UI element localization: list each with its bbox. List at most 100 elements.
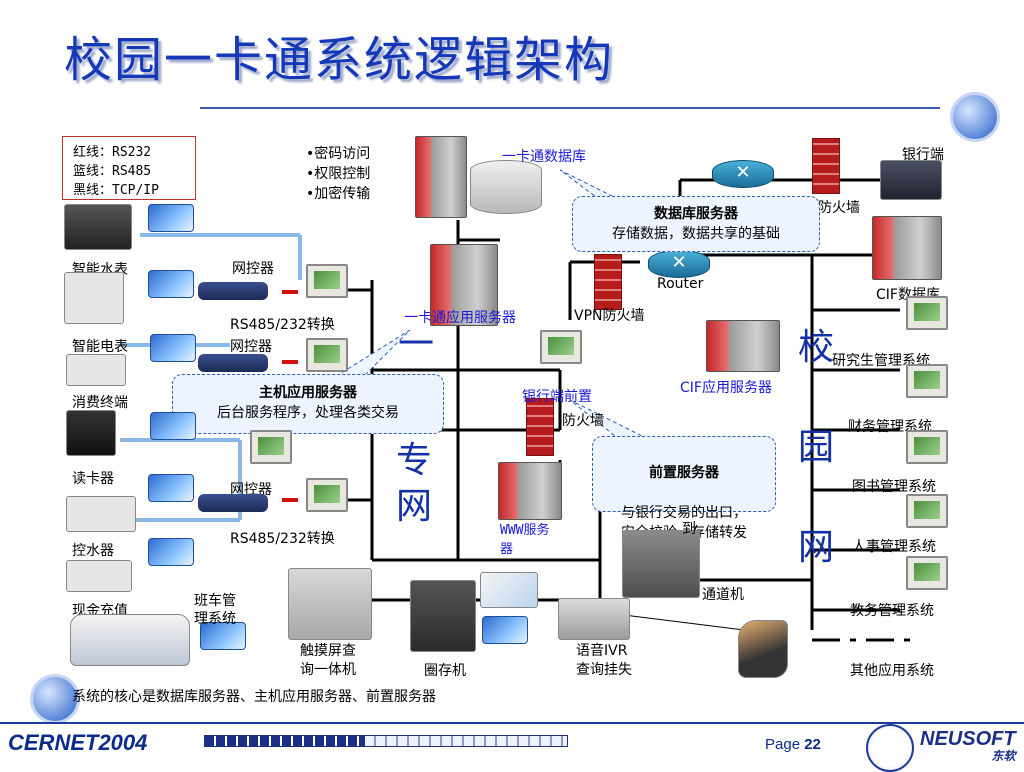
card-icon-5 — [148, 474, 194, 502]
page-num: 22 — [804, 736, 821, 753]
academic-pc-icon — [906, 556, 948, 590]
card-icon-1 — [148, 204, 194, 232]
library-pc-icon — [906, 430, 948, 464]
bus-icon — [70, 614, 190, 666]
page-title: 校园一卡通系统逻辑架构 — [64, 32, 615, 88]
router-icon: ✕ — [648, 250, 710, 278]
vpn-firewall-icon — [594, 254, 622, 310]
security-bullets: •密码访问 •权限控制 •加密传输 — [306, 144, 370, 204]
private-net-top-label: 一卡 — [398, 324, 434, 365]
rs-converter-2-label: RS485/232转换 — [230, 531, 335, 547]
core-note: 系统的核心是数据库服务器、主机应用服务器、前置服务器 — [72, 689, 436, 705]
firewall-top-label: 防火墙 — [818, 200, 860, 216]
phone-hand-icon — [738, 620, 788, 678]
database-cylinder-icon — [470, 160, 542, 214]
pos-device-icon — [66, 354, 126, 386]
other-label: 其他应用系统 — [850, 663, 934, 679]
neusoft-logo-text: NEUSOFT — [920, 728, 1016, 750]
app-server-label: 一卡通应用服务器 — [404, 310, 516, 326]
water-ctrl-label: 控水器 — [72, 543, 114, 559]
front-callout-title: 前置服务器 — [649, 465, 719, 481]
electric-meter-label: 智能电表 — [72, 339, 128, 355]
www-server-label: WWW服务器 — [500, 523, 550, 557]
footer-event: CERNET2004 — [8, 730, 148, 755]
decorative-circle-top — [950, 92, 1000, 142]
netctrl-1-icon — [198, 282, 268, 300]
finance-pc-icon — [906, 364, 948, 398]
reader-device-icon — [66, 410, 116, 456]
firewall-top-icon — [812, 138, 840, 194]
host-callout-body: 后台服务程序，处理各类交易 — [217, 405, 399, 421]
ivr-label: 语音IVR 查询挂失 — [576, 643, 632, 678]
ivr-server-icon — [558, 598, 630, 640]
legend-rs485: 篮线：RS485 — [73, 164, 152, 179]
reader-label: 读卡器 — [72, 471, 114, 487]
gate-label: 通道机 — [702, 587, 744, 603]
netctrl-2-icon — [198, 354, 268, 372]
netctrl-mid-pc-icon — [250, 430, 292, 464]
vpn-firewall-label: VPN防火墙 — [574, 308, 645, 324]
netctrl-3-pc-icon — [306, 478, 348, 512]
db-callout-title: 数据库服务器 — [654, 206, 738, 222]
card-icon-3 — [150, 334, 196, 362]
host-server-callout: 主机应用服务器 后台服务程序，处理各类交易 — [172, 374, 444, 434]
university-seal-icon — [866, 724, 914, 772]
electric-meter-device-icon — [64, 272, 124, 324]
bank-front-label: 银行端前置 — [522, 389, 592, 405]
academic-label: 教务管理系统 — [850, 603, 934, 619]
netctrl-2-label: 网控器 — [230, 339, 272, 355]
bank-front-pc-icon — [540, 330, 582, 364]
front-server-callout: 前置服务器 与银行交易的出口， 安全校验，存储转发 — [592, 436, 776, 541]
kiosk-label: 触摸屏查 询一体机 — [300, 643, 356, 678]
card-icon-8 — [482, 616, 528, 644]
cif-app-label: CIF应用服务器 — [680, 380, 772, 396]
db-callout-body: 存储数据，数据共享的基础 — [612, 226, 780, 242]
hr-label: 人事管理系统 — [852, 539, 936, 555]
private-net-label: 专网 — [396, 440, 433, 527]
gate-machine-icon — [622, 530, 700, 598]
netctrl-1-pc-icon — [306, 264, 348, 298]
footer-divider — [0, 722, 1024, 724]
attendance-label: 到 — [682, 521, 696, 537]
deposit-label: 圈存机 — [424, 663, 466, 679]
cif-app-server-icon — [706, 320, 780, 372]
card-icon-2 — [148, 270, 194, 298]
legend-rs232: 红线：RS232 — [73, 145, 152, 160]
router-label: Router — [657, 276, 704, 292]
legend-tcpip: 黑线：TCP/IP — [73, 183, 159, 198]
kiosk-icon — [288, 568, 372, 640]
netctrl-3-icon — [198, 494, 268, 512]
cif-db-server-icon — [872, 216, 942, 280]
host-callout-title: 主机应用服务器 — [259, 385, 357, 401]
firewall-mid-icon — [526, 398, 554, 456]
page-prefix: Page — [765, 736, 801, 753]
campus-net-label: 校园网 — [798, 327, 835, 568]
library-label: 图书管理系统 — [852, 479, 936, 495]
db-server-callout: 数据库服务器 存储数据，数据共享的基础 — [572, 196, 820, 252]
bank-end-label: 银行端 — [902, 147, 944, 163]
line-legend: 红线：RS232 篮线：RS485 黑线：TCP/IP — [62, 136, 196, 200]
router-top-icon: ✕ — [712, 160, 774, 188]
app-server-icon — [430, 244, 498, 326]
bullet-encryption: •加密传输 — [306, 186, 371, 202]
neusoft-logo: NEUSOFT 东软 — [920, 728, 1016, 764]
card-db-label: 一卡通数据库 — [502, 149, 586, 165]
deposit-machine-icon — [410, 580, 476, 652]
page-number: Page 22 — [765, 736, 821, 753]
card-db-server-icon — [415, 136, 467, 218]
www-server-icon — [498, 462, 562, 520]
neusoft-logo-cn: 东软 — [991, 749, 1016, 763]
rs-converter-1-label: RS485/232转换 — [230, 317, 335, 333]
shuttle-label: 班车管 理系统 — [194, 593, 236, 627]
water-ctrl-device-icon — [66, 496, 136, 532]
bullet-permission: •权限控制 — [306, 166, 371, 182]
bullet-password: •密码访问 — [306, 146, 371, 162]
firewall-mid-label: 防火墙 — [562, 413, 604, 429]
grad-label: 研究生管理系统 — [832, 353, 930, 369]
card-icon-6 — [148, 538, 194, 566]
netctrl-2-pc-icon — [306, 338, 348, 372]
pos-label: 消费终端 — [72, 395, 128, 411]
card-icon-7 — [200, 622, 246, 650]
footer-progress-bar — [204, 735, 568, 747]
hr-pc-icon — [906, 494, 948, 528]
